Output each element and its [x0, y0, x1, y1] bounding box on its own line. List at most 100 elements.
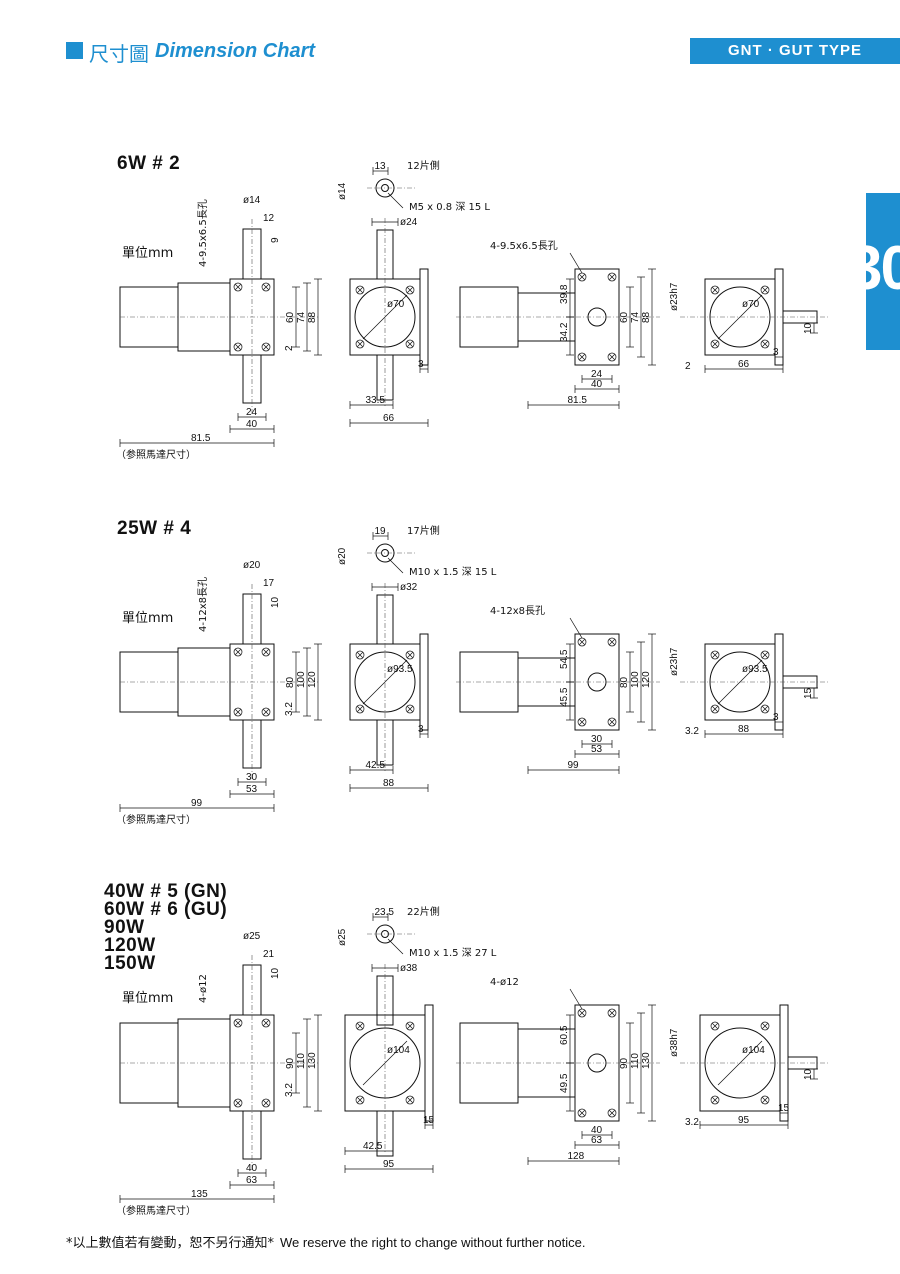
bolt-cross [711, 286, 719, 294]
bolt-hole [710, 339, 720, 349]
bolt-hole [607, 1108, 617, 1118]
header-title-zh: 尺寸圖 [89, 42, 149, 66]
shaft-diameter-label: ø20 [243, 560, 261, 571]
dimension-label: 95 [738, 1115, 750, 1126]
spigot-label: ø38h7 [669, 1028, 680, 1057]
face-diameter-label: ø70 [742, 299, 760, 310]
dimension-label: 88 [641, 311, 652, 323]
face-diameter-label: ø104 [387, 1045, 410, 1056]
dimension-label: 40 [246, 1163, 258, 1174]
shaft-length-label: 21 [263, 949, 275, 960]
bolt-hole [760, 650, 770, 660]
dimension-label: 42.5 [363, 1141, 383, 1152]
bolt-cross [262, 708, 270, 716]
shaft-diameter-label: ø20 [337, 547, 348, 565]
offset-label: 3.2 [685, 726, 699, 737]
page-number: 30 [848, 234, 900, 303]
leader-line [387, 938, 404, 955]
flat-side-label: 22片側 [407, 905, 440, 918]
hole-label: 4-12x8長孔 [197, 577, 209, 632]
dimension-label: 10 [803, 1068, 814, 1080]
bolt-cross [578, 1109, 586, 1117]
bolt-cross [356, 705, 364, 713]
dimension-label: 110 [296, 1053, 307, 1069]
shaft-length-label: 12 [263, 213, 275, 224]
bolt-hole [710, 285, 720, 295]
offset-label: 3.2 [284, 1083, 295, 1097]
bolt-hole [261, 1098, 271, 1108]
face-diameter-label: ø93.5 [387, 664, 413, 675]
hole-label: 4-9.5x6.5長孔 [197, 199, 209, 267]
bolt-cross [356, 1022, 364, 1030]
bolt-cross [608, 718, 616, 726]
dimension-label: 100 [296, 671, 307, 688]
bolt-hole [233, 282, 243, 292]
dimension-label: 120 [641, 671, 652, 688]
unit-label: 單位mm [122, 611, 173, 626]
motor-body [119, 1022, 179, 1104]
face-diameter-label: ø104 [742, 1045, 765, 1056]
bolt-cross [608, 353, 616, 361]
bolt-hole [355, 650, 365, 660]
tap-label: M5 x 0.8 深 15 L [409, 201, 490, 213]
leader-line [569, 617, 583, 639]
bolt-cross [406, 651, 414, 659]
dimension-label: 110 [630, 1053, 641, 1069]
dimension-label: 3 [418, 359, 424, 370]
model-title: 150W [104, 953, 156, 974]
bolt-hole [405, 339, 415, 349]
bolt-hole [261, 707, 271, 717]
bolt-hole [710, 1095, 720, 1105]
dimension-label: 63 [591, 1135, 603, 1146]
diameter-leader [362, 659, 408, 705]
dimension-label: 88 [738, 724, 750, 735]
dimension-label: 40 [591, 379, 603, 390]
model-title: 60W # 6 (GU) [104, 899, 227, 920]
bolt-hole [233, 1018, 243, 1028]
bolt-cross [608, 1009, 616, 1017]
dimension-label: 99 [191, 798, 203, 809]
dimension-label: 81.5 [191, 433, 211, 444]
tap-label: M10 x 1.5 深 15 L [409, 566, 497, 578]
dimension-label: 74 [296, 311, 307, 323]
bolt-hole [405, 285, 415, 295]
bolt-cross [262, 343, 270, 351]
dimension-label: 53 [246, 784, 258, 795]
shaft-length-label: 9 [270, 237, 281, 243]
reference-note: （参照馬達尺寸） [116, 448, 196, 461]
collar-diameter-label: ø24 [400, 217, 418, 228]
dimension-label: 80 [285, 676, 296, 688]
face-circle [354, 651, 416, 713]
bolt-cross [578, 1009, 586, 1017]
reference-note: （参照馬達尺寸） [116, 1204, 196, 1217]
bolt-cross [761, 705, 769, 713]
bolt-hole [607, 717, 617, 727]
bolt-cross [356, 340, 364, 348]
bolt-cross [608, 1109, 616, 1117]
bolt-hole [577, 352, 587, 362]
spigot-label: ø23h7 [669, 647, 680, 676]
unit-label: 單位mm [122, 246, 173, 261]
header-title-en: Dimension Chart [155, 40, 316, 62]
dimension-label: 40 [246, 419, 258, 430]
dimension-label: 63 [246, 1175, 258, 1186]
reference-note: （参照馬達尺寸） [116, 813, 196, 826]
bolt-hole [233, 707, 243, 717]
bolt-hole [760, 1021, 770, 1031]
dimension-label: 88 [383, 778, 395, 789]
dimension-label: 95 [383, 1159, 395, 1170]
dimension-label: 54.5 [559, 649, 570, 669]
bolt-cross [711, 340, 719, 348]
dimension-label: 10 [803, 322, 814, 334]
shaft-length-label: 17 [263, 578, 275, 589]
side-bracket [419, 268, 429, 366]
bolt-cross [262, 648, 270, 656]
bolt-hole [261, 342, 271, 352]
bolt-hole [710, 1021, 720, 1031]
dimension-label: 74 [630, 311, 641, 323]
dimension-label: 66 [738, 359, 750, 370]
offset-label: 2 [284, 345, 295, 351]
dimension-label: 15 [778, 1103, 790, 1114]
bolt-hole [233, 647, 243, 657]
dimension-label: 30 [246, 772, 258, 783]
